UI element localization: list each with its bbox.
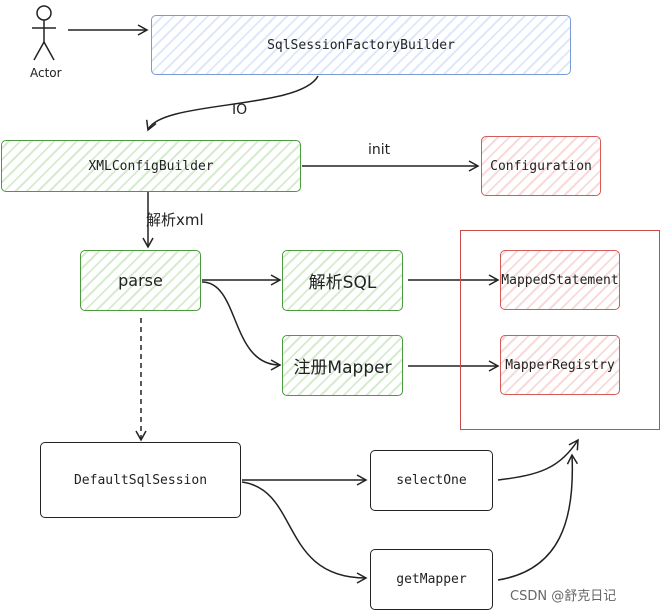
edge-label-io: IO [232,102,248,118]
node-get-mapper: getMapper [370,549,493,610]
node-label: DefaultSqlSession [73,472,208,488]
configuration-internals-container [460,230,660,430]
node-label: selectOne [396,473,467,488]
node-label: 解析SQL [308,273,377,293]
node-label: MapperRegistry [505,357,615,373]
node-label: MappedStatement [501,272,619,288]
arrow-parse-to-register-mapper [201,281,282,371]
node-label: parse [118,271,163,290]
edge-label-init: init [368,142,391,158]
arrow-select-one-to-container [497,438,579,481]
arrow-get-mapper-to-container [497,453,579,581]
arrow-ssfb-to-xcb [145,75,319,132]
actor-label: Actor [30,66,62,80]
edge-label-parse-xml: 解析xml [146,211,204,229]
arrow-default-session-to-get-mapper [241,481,368,584]
node-label: Configuration [490,158,592,174]
node-select-one: selectOne [370,450,493,511]
node-label: 注册Mapper [293,358,392,378]
node-mapped-statement: MappedStatement [500,250,620,310]
watermark: CSDN @舒克日记 [510,589,617,604]
node-default-sql-session: DefaultSqlSession [40,442,241,518]
node-mapper-registry: MapperRegistry [500,335,620,395]
node-label: getMapper [396,572,467,587]
actor-figure [32,5,56,61]
node-parse-sql: 解析SQL [282,250,403,311]
node-parse: parse [80,250,201,311]
node-label: SqlSessionFactoryBuilder [267,37,455,53]
node-label: XMLConfigBuilder [88,158,214,174]
node-register-mapper: 注册Mapper [282,335,403,396]
node-xml-config-builder: XMLConfigBuilder [1,140,301,192]
node-sql-session-factory-builder: SqlSessionFactoryBuilder [151,15,571,75]
node-configuration: Configuration [481,136,601,196]
